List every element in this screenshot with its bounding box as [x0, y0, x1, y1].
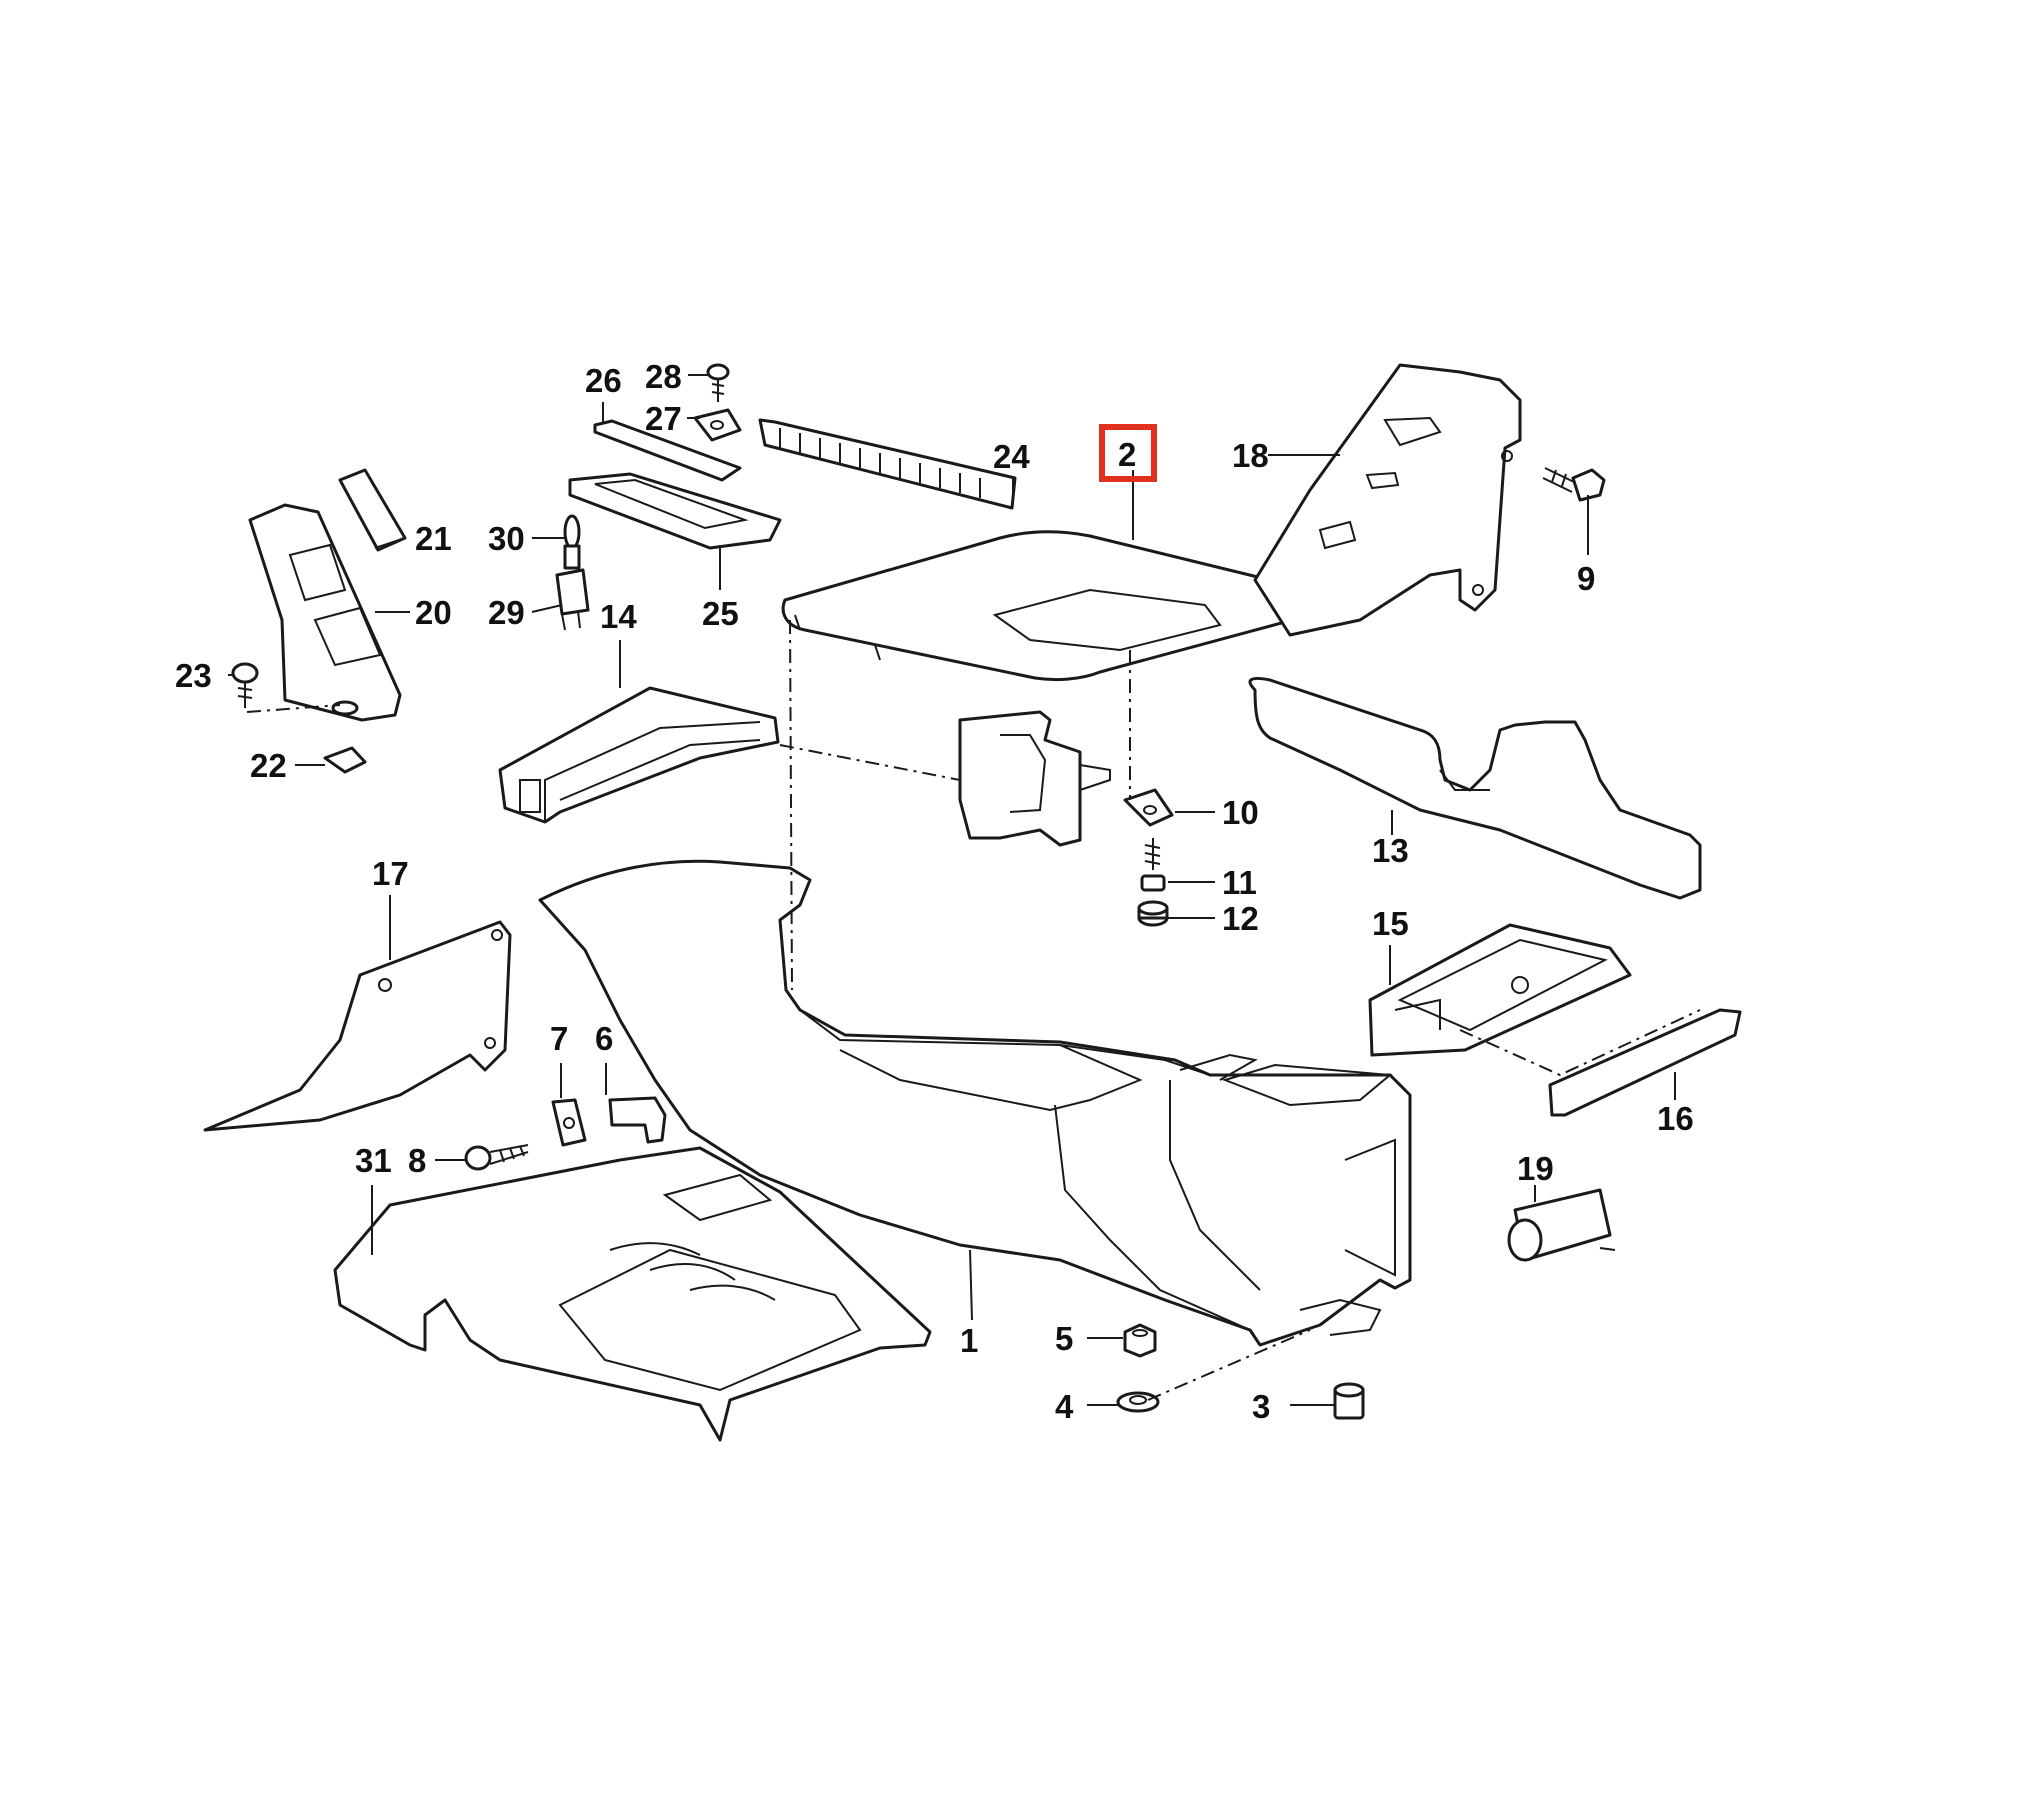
- callout-27: 27: [645, 400, 682, 437]
- callout-1: 1: [960, 1322, 978, 1359]
- callout-19: 19: [1517, 1150, 1554, 1187]
- part-24-grille-strip: [758, 418, 1017, 510]
- callout-18: 18: [1232, 437, 1269, 474]
- part-15-ashtray: [1368, 923, 1632, 1057]
- part-10-clip-nut: [1123, 788, 1174, 827]
- part-11-screw: [1140, 838, 1166, 892]
- part-19-tape-roll: [1507, 1188, 1616, 1262]
- callout-30: 30: [488, 520, 525, 557]
- part-17-side-panel: [203, 920, 512, 1132]
- part-23-screw: [231, 662, 259, 708]
- part-20-switch-panel: [248, 503, 402, 722]
- part-13-trim-panel: [1248, 676, 1702, 900]
- highlight-box: [1099, 424, 1157, 482]
- callout-24: 24: [993, 438, 1030, 475]
- part-2-console-cover: [781, 530, 1293, 847]
- part-3-sleeve: [1333, 1382, 1365, 1420]
- part-8-screw: [464, 1144, 529, 1171]
- part-26-gear-indicator-plate: [593, 419, 742, 482]
- leader-lines: [228, 374, 1701, 1406]
- part-25-frame: [568, 472, 782, 550]
- callout-15: 15: [1372, 905, 1409, 942]
- part-18-upper-panel: [1253, 363, 1522, 637]
- part-4-washer: [1116, 1391, 1160, 1413]
- callout-21: 21: [415, 520, 452, 557]
- callout-8: 8: [408, 1142, 426, 1179]
- callout-7: 7: [550, 1020, 568, 1057]
- part-28-screw: [706, 363, 730, 402]
- callout-4: 4: [1055, 1388, 1074, 1425]
- callout-5: 5: [1055, 1320, 1073, 1357]
- callout-2: 2: [1118, 436, 1136, 473]
- callout-16: 16: [1657, 1100, 1694, 1137]
- callout-13: 13: [1372, 832, 1409, 869]
- callout-14: 14: [600, 598, 637, 635]
- part-31-shift-bezel: [333, 1146, 932, 1442]
- part-30-bulb: [563, 514, 581, 570]
- part-27-bulb-holder: [693, 408, 742, 442]
- part-16-front-strip: [1548, 1008, 1742, 1117]
- part-6-clip: [608, 1096, 667, 1144]
- callout-31: 31: [355, 1142, 392, 1179]
- callout-12: 12: [1222, 900, 1259, 937]
- callout-labels: 1 2 3 4 5 6 7 8 9 10 11 12 13 14 15 16 1…: [175, 358, 1694, 1425]
- callout-23: 23: [175, 657, 212, 694]
- callout-25: 25: [702, 595, 739, 632]
- callout-6: 6: [595, 1020, 613, 1057]
- part-9-screw: [1542, 467, 1606, 502]
- callout-3: 3: [1252, 1388, 1270, 1425]
- part-21-switch: [338, 468, 407, 552]
- part-1-center-console: [538, 859, 1412, 1347]
- callout-20: 20: [415, 594, 452, 631]
- callout-22: 22: [250, 747, 287, 784]
- callout-28: 28: [645, 358, 682, 395]
- callout-26: 26: [585, 362, 622, 399]
- callout-11: 11: [1222, 864, 1257, 901]
- part-5-nut: [1123, 1323, 1157, 1358]
- callout-10: 10: [1222, 794, 1259, 831]
- part-29-bulb-socket: [555, 568, 590, 631]
- callout-17: 17: [372, 855, 409, 892]
- part-14-storage-tray: [498, 686, 780, 824]
- part-12-washer: [1137, 900, 1169, 927]
- callout-29: 29: [488, 594, 525, 631]
- callout-9: 9: [1577, 560, 1595, 597]
- part-7-clip-nut: [551, 1098, 587, 1147]
